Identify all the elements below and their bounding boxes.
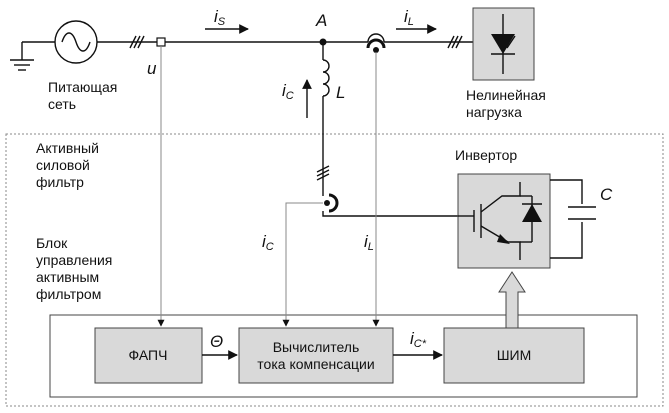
ref-current-label: iC* <box>410 329 427 350</box>
three-phase-mark <box>129 35 145 49</box>
pwm-to-inverter-arrow <box>498 271 526 329</box>
current-il-label: iL <box>404 7 414 28</box>
three-phase-mark <box>447 35 463 49</box>
thyristor-icon <box>491 14 516 74</box>
feedback-ic-label: iC <box>262 232 274 253</box>
igbt-icon <box>458 182 542 260</box>
inductor-label: L <box>336 83 345 102</box>
node-a-label: A <box>315 11 327 30</box>
capacitor-label: C <box>600 185 613 204</box>
pwm-label: ШИМ <box>497 347 532 363</box>
three-phase-mark <box>316 165 330 181</box>
current-ic-label: iC <box>282 81 294 102</box>
voltage-sensor <box>156 37 166 47</box>
calculator-block <box>238 327 394 384</box>
control-block-frame <box>49 314 638 398</box>
current-sensor-icon <box>328 193 339 213</box>
current-is-label: iS <box>214 7 226 28</box>
theta-label: Θ <box>210 332 223 351</box>
current-sensor-icon <box>366 38 386 49</box>
feedback-il-label: iL <box>364 232 374 253</box>
inductor-icon <box>322 59 330 97</box>
ground-icon <box>10 41 55 71</box>
capacitor-icon <box>568 206 596 220</box>
active-filter-frame <box>5 133 664 407</box>
pll-label: ФАПЧ <box>129 347 168 363</box>
pwm-block <box>443 327 585 384</box>
pll-block <box>94 327 203 384</box>
ac-source-icon <box>54 20 98 64</box>
voltage-label: u <box>147 59 157 78</box>
inverter-label: Инвертор <box>455 147 517 163</box>
